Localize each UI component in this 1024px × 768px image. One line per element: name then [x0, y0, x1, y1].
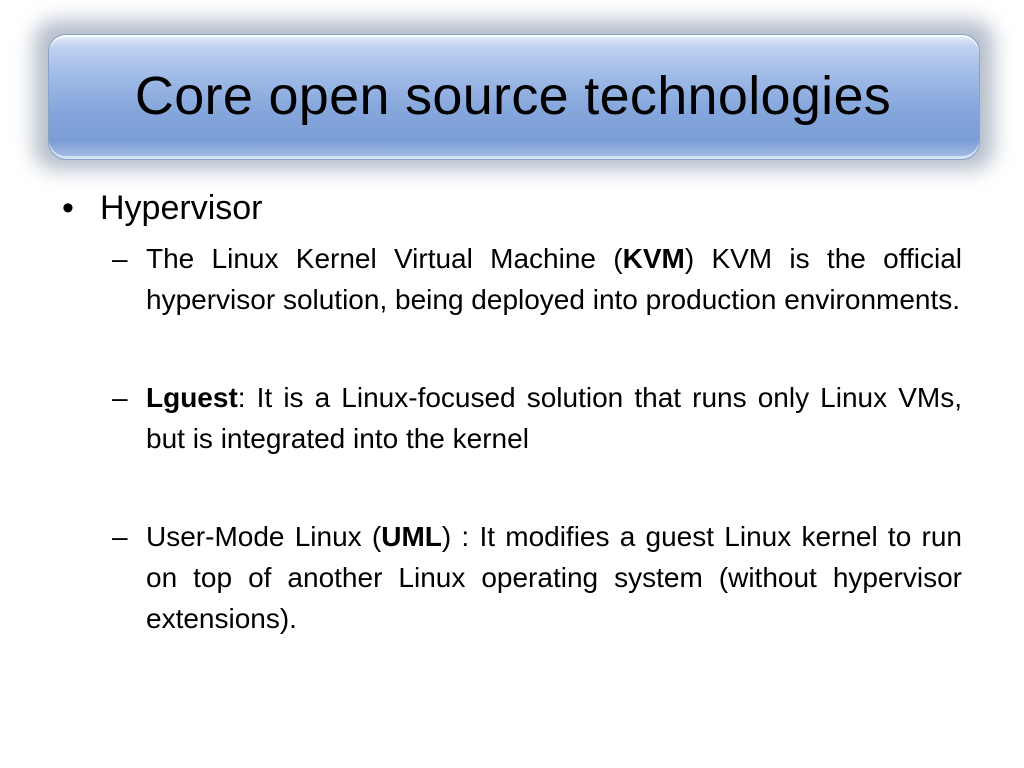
lguest-text-post: : It is a Linux-focused solution that ru… [146, 382, 962, 454]
sub-item-uml: – User-Mode Linux (UML) : It modifies a … [112, 516, 962, 639]
dash-symbol: – [112, 521, 128, 552]
sub-item-lguest: – Lguest: It is a Linux-focused solution… [112, 377, 962, 459]
uml-text-pre: User-Mode Linux ( [146, 521, 382, 552]
slide-content: • Hypervisor – The Linux Kernel Virtual … [62, 186, 962, 639]
dash-symbol: – [112, 382, 128, 413]
slide-title: Core open source technologies [134, 66, 892, 126]
bullet-symbol: • [62, 189, 74, 227]
kvm-term: KVM [622, 243, 685, 274]
sub-item-lguest-text: Lguest: It is a Linux-focused solution t… [146, 377, 962, 459]
title-bar [48, 34, 980, 160]
uml-text-post: ) : It modifies a guest Linux kernel to … [146, 521, 962, 634]
dash-symbol: – [112, 243, 128, 274]
sub-item-uml-text: User-Mode Linux (UML) : It modifies a gu… [146, 516, 962, 639]
hypervisor-sub-list: – The Linux Kernel Virtual Machine (KVM)… [62, 238, 962, 639]
uml-term: UML [381, 521, 442, 552]
sub-item-kvm: – The Linux Kernel Virtual Machine (KVM)… [112, 238, 962, 320]
bullet-hypervisor: • Hypervisor [62, 186, 962, 230]
sub-item-kvm-text: The Linux Kernel Virtual Machine (KVM) K… [146, 238, 962, 320]
kvm-text-post: ) KVM is the official hypervisor solutio… [146, 243, 962, 315]
kvm-text-pre: The Linux Kernel Virtual Machine ( [146, 243, 623, 274]
bullet-hypervisor-label: Hypervisor [100, 189, 263, 227]
lguest-term: Lguest [146, 382, 238, 413]
